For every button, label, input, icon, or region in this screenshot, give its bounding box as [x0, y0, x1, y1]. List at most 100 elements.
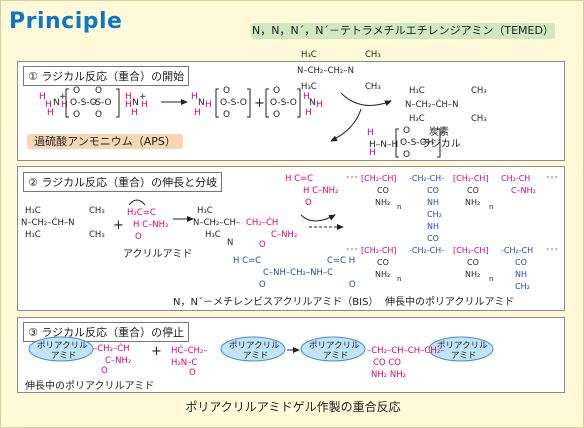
svg-text:+: +: [59, 92, 67, 102]
svg-text:O: O: [403, 126, 410, 136]
svg-text:O-S-OH: O-S-OH: [400, 138, 434, 148]
temed-label: N，N，N´，N´－テトラメチルエチレンジアミン（TEMED）: [251, 23, 555, 39]
section-initiation-title: ① ラジカル反応（重合）の開始: [23, 66, 190, 86]
svg-text:N: N: [227, 238, 233, 248]
svg-text:[CH₂-CH]: [CH₂-CH]: [361, 246, 397, 255]
svg-text:CO: CO: [427, 234, 439, 243]
bubble-label-2a: ポリアクリル: [229, 341, 280, 351]
svg-text:C–NH₂: C–NH₂: [105, 356, 131, 366]
svg-text:N–CH₂–ĊH–N: N–CH₂–ĊH–N: [405, 99, 459, 110]
svg-text:[CH₂-CH]: [CH₂-CH]: [453, 174, 489, 183]
svg-text:H₃C: H₃C: [205, 230, 221, 240]
section-propagation-box: [17, 166, 565, 311]
svg-text:H C=C: H C=C: [233, 256, 261, 266]
svg-text:–CH₂–CH–CH–CH₂–: –CH₂–CH–CH–CH₂–: [367, 346, 444, 356]
svg-text:CH₂: CH₂: [427, 210, 442, 219]
svg-text:CO: CO: [515, 258, 527, 267]
svg-text:H–N–H: H–N–H: [369, 140, 398, 150]
svg-text:+: +: [254, 96, 265, 111]
figure-caption: ポリアクリルアミドゲル作製の重合反応: [185, 400, 401, 414]
svg-text:N: N: [309, 98, 316, 108]
svg-text:O: O: [101, 366, 108, 376]
svg-text:HĊ–CH₂–: HĊ–CH₂–: [171, 345, 208, 356]
svg-text:-CH₂-CH: -CH₂-CH: [501, 246, 533, 255]
svg-text:NH₂: NH₂: [465, 198, 480, 207]
svg-text:O-S-O: O-S-O: [270, 98, 297, 108]
svg-text:O: O: [259, 280, 266, 290]
svg-text:H₃C: H₃C: [197, 206, 213, 216]
termination-structures: –CH₂–ĊH C–NH₂ O + HĊ–CH₂– H₂N–C O –CH₂–C…: [28, 336, 494, 380]
svg-text:O: O: [403, 150, 410, 160]
svg-text:H: H: [205, 100, 212, 110]
svg-text:H C=C: H C=C: [285, 174, 313, 184]
svg-text:CO CO: CO CO: [373, 358, 401, 368]
svg-text:O: O: [273, 86, 280, 96]
svg-text:-CH₂-CH-: -CH₂-CH-: [409, 246, 444, 255]
svg-text:NH: NH: [427, 222, 439, 231]
svg-text:NH: NH: [515, 270, 527, 279]
svg-text:H₃C: H₃C: [25, 230, 41, 240]
svg-text:O: O: [95, 110, 102, 120]
temed-structure: H₃C N–CH₂–CH₂–N H₃C CH₃ CH₃: [297, 50, 381, 92]
svg-text:O: O: [73, 86, 80, 96]
svg-text:H: H: [141, 100, 148, 110]
svg-text:H: H: [39, 92, 46, 102]
acrylamide-label: アクリルアミド: [123, 249, 193, 260]
svg-text:H: H: [303, 92, 310, 102]
bisulfate-product: H H–N–H H O O-S-OH O: [367, 126, 441, 160]
svg-text:-CH₂-CH-: -CH₂-CH-: [409, 174, 444, 183]
svg-text:n: n: [489, 203, 493, 211]
svg-text:CH₃: CH₃: [365, 82, 381, 92]
svg-text:NH₂: NH₂: [465, 270, 480, 279]
carbon-radical-label-1: 炭素: [429, 127, 449, 138]
svg-text:H: H: [191, 92, 198, 102]
svg-text:O: O: [73, 110, 80, 120]
polymer-network: [CH₂-CH] -CH₂-CH- [CH₂-CH] CH₂-CH CO NH₂…: [361, 174, 536, 291]
svg-text:CH₂–ĊH: CH₂–ĊH: [246, 217, 278, 228]
svg-text:C–NH–CH₂–NH–C: C–NH–CH₂–NH–C: [263, 268, 333, 278]
svg-text:+: +: [113, 218, 124, 233]
svg-text:N–CH₂–ĊH–N: N–CH₂–ĊH–N: [21, 217, 75, 228]
svg-text:O: O: [259, 240, 266, 250]
growing-polymer-label-s3: 伸長中のポリアクリルアミド: [25, 381, 155, 392]
svg-text:CO: CO: [377, 258, 389, 267]
svg-text:CO: CO: [467, 258, 479, 267]
svg-text:N: N: [53, 98, 60, 108]
acrylamide-structure: H₂C=C H C–NH₂ O: [127, 199, 168, 242]
svg-text:H C–NH₂: H C–NH₂: [303, 186, 338, 196]
svg-text:CH₂: CH₂: [515, 282, 530, 291]
bubble-label-3a: ポリアクリル: [309, 341, 360, 351]
svg-text:N–CH₂–CH–: N–CH₂–CH–: [193, 218, 240, 228]
svg-text:C–NH₂: C–NH₂: [271, 230, 297, 240]
svg-text:O: O: [95, 86, 102, 96]
svg-text:[CH₂-CH]: [CH₂-CH]: [453, 246, 489, 255]
svg-text:n: n: [489, 275, 493, 283]
svg-text:NH₂ NH₂: NH₂ NH₂: [371, 370, 406, 380]
svg-text:O: O: [273, 110, 280, 120]
svg-text:-S-O: -S-O: [92, 98, 112, 108]
growing-chain-structure: H₃C N–CH₂–CH– CH₂–ĊH H₃C N C–NH₂ O: [193, 206, 297, 250]
temed-radical-structure: H₃C N–CH₂–ĊH–N H₃C CH₃ CH₃: [405, 86, 487, 124]
svg-text:N: N: [198, 98, 205, 108]
svg-text:H: H: [316, 100, 323, 110]
svg-text:H₂C=C: H₂C=C: [127, 208, 156, 218]
svg-text:H: H: [61, 100, 68, 110]
svg-text:O: O: [349, 280, 356, 290]
acrylamide-top: H C=C H C–NH₂ O: [285, 174, 338, 208]
svg-text:NH₂: NH₂: [375, 198, 390, 207]
svg-text:CH₃: CH₃: [89, 230, 105, 240]
svg-text:H C–NH₂: H C–NH₂: [133, 220, 168, 230]
bis-label: N，N´－メチレンビスアクリルアミド（BIS）: [173, 297, 379, 308]
svg-text:CH₃: CH₃: [471, 114, 487, 124]
bubble-label-4a: ポリアクリル: [437, 341, 488, 351]
svg-text:H: H: [131, 108, 138, 118]
svg-text:n: n: [397, 203, 401, 211]
svg-text:H: H: [305, 108, 312, 118]
svg-text:CO: CO: [427, 186, 439, 195]
svg-text:H₃C: H₃C: [409, 114, 425, 124]
bubble-label-2b: アミド: [243, 351, 269, 361]
svg-text:NH: NH: [427, 198, 439, 207]
bubble-label-4b: アミド: [451, 351, 477, 361]
aps-label: 過硫酸アンモニウム（APS）: [27, 134, 183, 149]
